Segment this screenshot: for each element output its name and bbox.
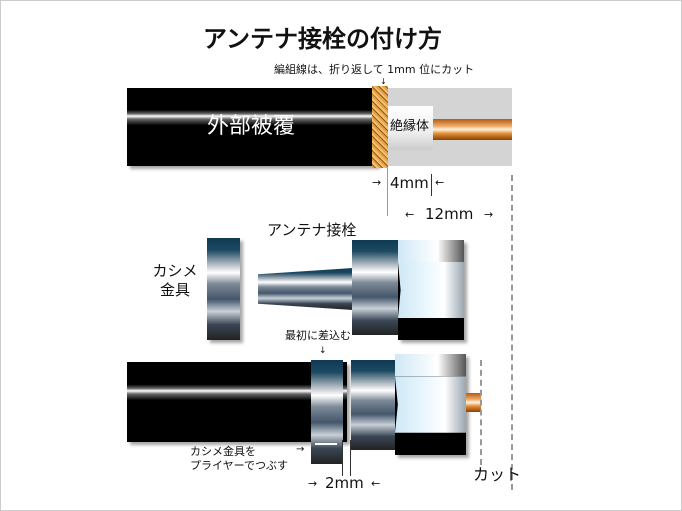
braid-note: 編組線は、折り返して 1mm 位にカット: [274, 63, 475, 76]
dim-line: [431, 174, 432, 196]
outer-jacket-label: 外部被覆: [207, 114, 296, 139]
cut-line-12mm: [511, 175, 513, 490]
insert-first-label: 最初に差込む: [285, 329, 351, 342]
outer-jacket: [127, 88, 377, 166]
crush-note-line1: カシメ金具を: [190, 445, 256, 458]
cut-label: カット: [473, 465, 522, 484]
crimp-mark: [315, 443, 337, 445]
cable-assembled: [127, 362, 347, 442]
dim-12mm: 12mm: [425, 205, 474, 223]
arrow-right-icon: →: [296, 444, 305, 455]
dim-line: [342, 440, 343, 476]
arrow-left-icon: ←: [371, 477, 381, 490]
connector-label: アンテナ接栓: [267, 221, 357, 239]
dim-line: [350, 440, 351, 476]
crimp-ring: [207, 238, 240, 340]
connector-barrel-assembled: [351, 360, 396, 450]
diagram-title: アンテナ接栓の付け方: [203, 25, 443, 53]
crush-note-line2: プライヤーでつぶす: [190, 459, 289, 472]
arrow-right-icon: →: [308, 477, 318, 490]
braid: [372, 86, 388, 168]
center-conductor: [433, 119, 512, 140]
dim-2mm: 2mm: [325, 474, 364, 492]
cut-line: [480, 360, 482, 465]
arrow-right-icon: →: [372, 176, 382, 189]
insulator-label: 絶縁体: [390, 119, 430, 134]
crimp-label: カシメ金具: [147, 262, 203, 300]
dim-line: [387, 168, 388, 216]
crush-note: カシメ金具をプライヤーでつぶす: [190, 445, 288, 473]
arrow-left-icon: ←: [405, 208, 415, 221]
arrow-right-icon: →: [484, 208, 494, 221]
connector-barrel: [352, 240, 398, 335]
dim-4mm: 4mm: [390, 174, 429, 192]
conductor-tip: [466, 393, 481, 412]
braid-arrow-icon: ↓: [380, 77, 387, 86]
crimp-label-line2: 金具: [159, 281, 190, 299]
crimp-ring-assembled: [311, 360, 343, 464]
arrow-left-icon: ←: [435, 176, 445, 189]
connector-nut-assembled: [395, 354, 466, 455]
insulator: [388, 106, 433, 150]
crimp-label-line1: カシメ: [152, 262, 198, 280]
connector-sleeve: [258, 268, 353, 310]
arrow-down-icon: ↓: [319, 346, 327, 356]
connector-nut: [398, 240, 464, 340]
